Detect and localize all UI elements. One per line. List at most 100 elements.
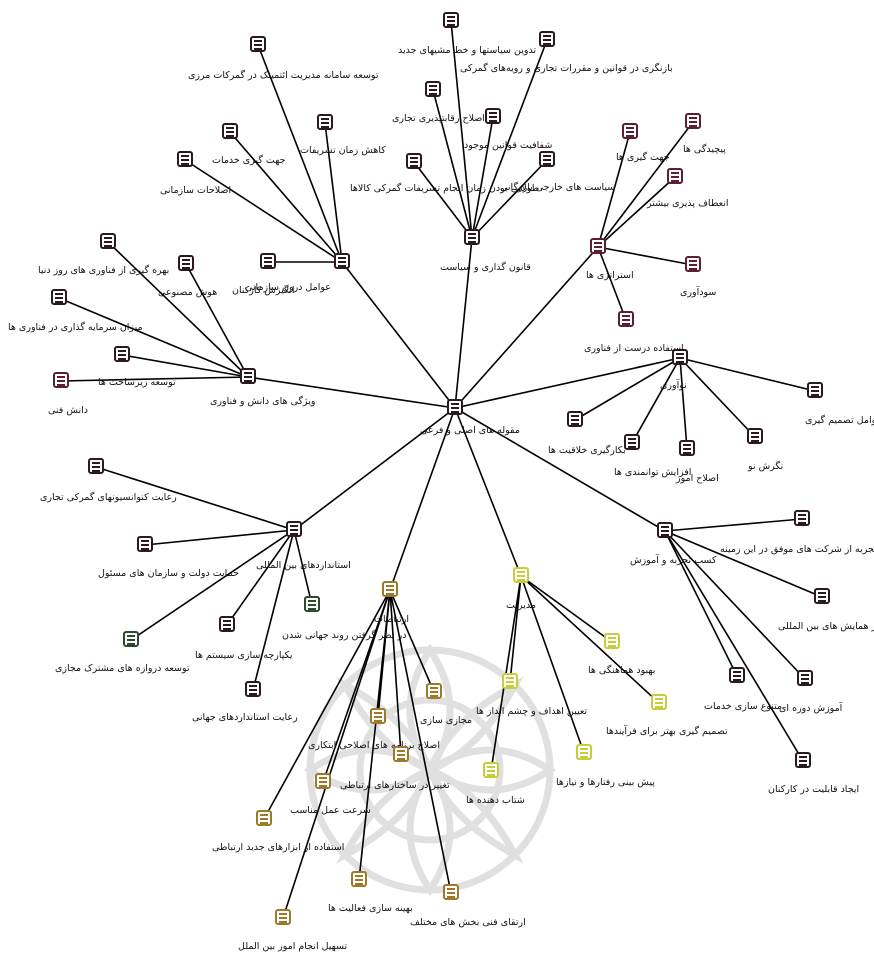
edge-n_mgmt-h3 [520,575,660,704]
edge-n_comm-g6 [358,589,391,881]
list-icon[interactable] [618,311,634,327]
list-icon[interactable] [222,123,238,139]
list-icon[interactable] [425,81,441,97]
list-icon[interactable] [485,108,501,124]
list-icon[interactable] [304,596,320,612]
edge-n_law-b6 [471,159,548,239]
list-icon[interactable] [260,253,276,269]
edge-n_strategy-c2 [597,121,694,248]
list-icon[interactable] [114,346,130,362]
list-icon[interactable] [539,151,555,167]
list-icon[interactable] [240,368,256,384]
node-label-f4: در نظر گرفتن روند جهانی شدن [282,630,407,641]
list-icon[interactable] [502,673,518,689]
list-icon[interactable] [393,746,409,762]
list-icon[interactable] [443,884,459,900]
edge-n_innovation-d5 [679,357,756,438]
node-label-a1: توسعه سامانه مدیریت ائتمینک در گمرکات مر… [188,70,379,81]
list-icon[interactable] [382,581,398,597]
list-icon[interactable] [679,440,695,456]
list-icon[interactable] [286,521,302,537]
node-label-c3: انعطاف پذیری بیشتر [647,198,729,209]
list-icon[interactable] [794,510,810,526]
list-icon[interactable] [426,683,442,699]
list-icon[interactable] [219,616,235,632]
list-icon[interactable] [590,238,606,254]
node-label-f6: رعایت استانداردهای جهانی [192,712,298,723]
list-icon[interactable] [657,522,673,538]
list-icon[interactable] [123,631,139,647]
list-icon[interactable] [747,428,763,444]
list-icon[interactable] [256,810,272,826]
node-label-n_standards: استانداردهای بین المللی [256,560,351,571]
list-icon[interactable] [651,694,667,710]
edge-n_innovation-d3 [631,357,681,444]
list-icon[interactable] [100,233,116,249]
list-icon[interactable] [624,434,640,450]
list-icon[interactable] [483,762,499,778]
node-label-g2: اصلاح برنامه های اصلاحی ابتکاری [308,740,441,751]
list-icon[interactable] [245,681,261,697]
list-icon[interactable] [370,708,386,724]
list-icon[interactable] [53,372,69,388]
list-icon[interactable] [464,229,480,245]
node-label-i5: ایجاد قابلیت در کارکنان [768,784,860,795]
list-icon[interactable] [513,567,529,583]
node-label-a2: کاهش زمان تشریفات [300,145,386,156]
edge-n_standards-f2 [144,529,295,546]
node-label-f1: رعایت کنوانسیونهای گمرکی تجاری [40,492,177,503]
node-label-e1: بهره گیری از فناوری های روز دنیا [38,265,170,276]
list-icon[interactable] [814,588,830,604]
node-label-n_law: قانون گذاری و سیاست [440,262,531,273]
node-label-h3: تصمیم گیری بهتر برای فرآیندها [606,726,728,737]
list-icon[interactable] [622,123,638,139]
node-label-g6: بهینه سازی فعالیت ها [328,903,413,914]
edge-n_strategy-c4 [597,246,694,266]
edge-n_experience-i2 [664,530,823,598]
node-label-b4: شفافیت قوانین موجود [464,140,553,151]
list-icon[interactable] [807,382,823,398]
list-icon[interactable] [604,633,620,649]
edge-n_standards-f4 [293,529,313,606]
edge-n_standards-f1 [95,466,295,531]
edge-n_standards-f5 [130,529,295,641]
list-icon[interactable] [667,168,683,184]
list-icon[interactable] [447,399,463,415]
list-icon[interactable] [795,752,811,768]
list-icon[interactable] [797,670,813,686]
list-icon[interactable] [137,536,153,552]
list-icon[interactable] [334,253,350,269]
list-icon[interactable] [317,114,333,130]
list-icon[interactable] [406,153,422,169]
list-icon[interactable] [685,256,701,272]
node-label-g8: تسهیل انجام امور بین الملل [238,941,348,952]
edge-root-n_mgmt [454,407,522,577]
list-icon[interactable] [315,773,331,789]
list-icon[interactable] [576,744,592,760]
node-label-f5: توسعه دروازه های مشترک مجازی [55,663,190,674]
list-icon[interactable] [443,12,459,28]
list-icon[interactable] [672,349,688,365]
list-icon[interactable] [685,113,701,129]
node-label-h4: پیش بینی رفتارها و نیازها [556,777,655,788]
list-icon[interactable] [51,289,67,305]
list-icon[interactable] [88,458,104,474]
list-icon[interactable] [178,255,194,271]
node-label-f2: حمایت دولت و سازمان های مسئول [98,568,239,579]
list-icon[interactable] [250,36,266,52]
node-label-d3: افزایش توانمندی ها [614,467,692,478]
edge-n_experience-i1 [664,518,803,532]
node-label-e4: توسعه زیرساخت ها [98,377,176,388]
list-icon[interactable] [729,667,745,683]
list-icon[interactable] [177,151,193,167]
edge-n_strategy-c1 [597,131,631,248]
list-icon[interactable] [539,31,555,47]
edge-root-n_knowledge [247,376,456,409]
edge-n_comm-g1 [389,589,435,693]
node-label-d4: اصلاح امور [676,473,719,484]
list-icon[interactable] [567,411,583,427]
list-icon[interactable] [275,909,291,925]
list-icon[interactable] [351,871,367,887]
node-label-g1: مجازی سازی [420,715,473,726]
